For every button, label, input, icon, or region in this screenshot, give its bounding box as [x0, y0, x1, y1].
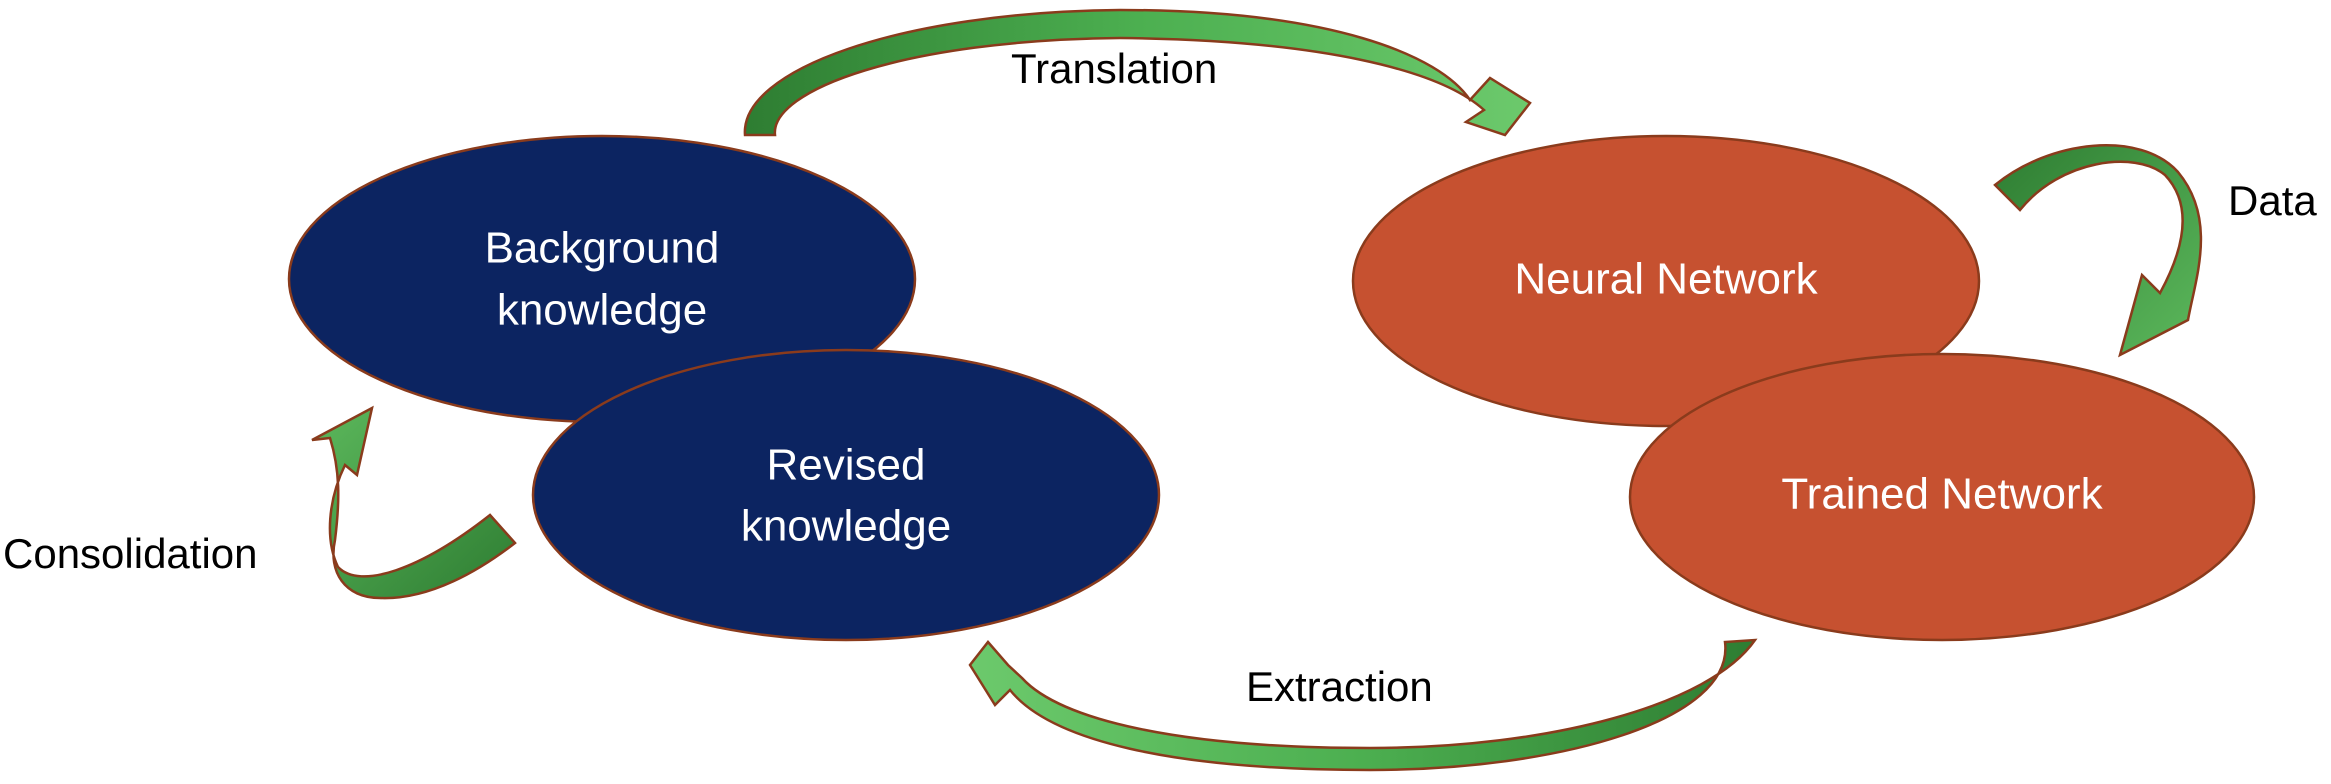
node-background-knowledge: Background knowledge [287, 134, 917, 424]
node-trained-network: Trained Network [1628, 352, 2256, 642]
extraction-arrow [968, 638, 1758, 772]
revised-knowledge-label-line2: knowledge [741, 502, 951, 551]
translation-arrow [743, 8, 1532, 137]
data-label: Data [2228, 177, 2317, 224]
trained-network-label: Trained Network [1781, 470, 2103, 519]
revised-knowledge-ellipse [531, 348, 1161, 642]
translation-label: Translation [1011, 45, 1217, 92]
extraction-label: Extraction [1246, 663, 1433, 710]
neural-network-ellipse [1351, 134, 1981, 428]
background-knowledge-label-line1: Background [485, 224, 720, 273]
revised-knowledge-label-line1: Revised [767, 441, 926, 490]
node-neural-network: Neural Network [1351, 134, 1981, 428]
consolidation-label: Consolidation [3, 530, 258, 577]
node-revised-knowledge: Revised knowledge [531, 348, 1161, 642]
neural-network-label: Neural Network [1514, 255, 1818, 304]
data-arrow [1993, 144, 2203, 358]
consolidation-arrow [311, 405, 517, 600]
trained-network-ellipse [1628, 352, 2256, 642]
background-knowledge-label-line2: knowledge [497, 286, 707, 335]
